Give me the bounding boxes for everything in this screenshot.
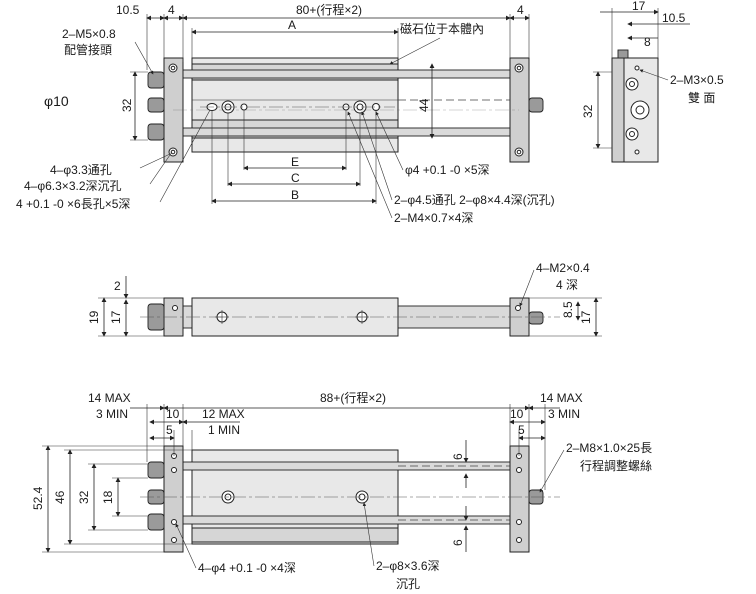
port-fitting-lower (147, 123, 165, 141)
note-through-2: 2–φ4.5通孔 2–φ8×4.4深(沉孔) (394, 193, 555, 207)
dim-10-5: 10.5 (116, 3, 140, 17)
dim-6-bottom: 6 (451, 539, 465, 546)
note-cbore-label: 沉孔 (396, 577, 420, 591)
port-label: 配管接頭 (64, 42, 112, 57)
magnet-note: 磁石位于本體內 (400, 21, 484, 36)
dim-5-left: 5 (166, 423, 173, 437)
dim-4-right: 4 (517, 3, 524, 17)
note-cbore-2: 2–φ8×3.6深 (376, 559, 440, 573)
dim-32: 32 (120, 98, 134, 112)
dim-52-4: 52.4 (31, 486, 45, 510)
guide-rod-lower (182, 127, 511, 137)
front-dim-17: 17 (109, 310, 123, 324)
front-view: 2 19 17 4–M2×0.4 4 深 8.5 17 (87, 261, 602, 337)
side-note-both: 雙 面 (688, 91, 715, 105)
bottom-dim-stroke: 88+(行程×2) (320, 390, 386, 405)
note-hole-4: 4–φ3.3通孔 (50, 163, 112, 177)
dim-c: C (291, 171, 300, 185)
dim-32-bottom: 32 (77, 490, 91, 504)
bottom-view: 14 MAX 3 MIN 10 5 12 MAX 1 MIN 88+(行程×2)… (31, 390, 652, 591)
side-view: 17 10.5 8 2–M3×0.5 雙 面 32 (581, 0, 724, 163)
dim-10-left: 10 (166, 407, 180, 421)
front-dim-17-right: 17 (579, 310, 593, 324)
note-adj-label: 行程調整螺絲 (580, 458, 652, 473)
port-fitting-upper (147, 71, 165, 89)
note-pin-4: 4–φ4 +0.1 -0 ×4深 (198, 561, 296, 575)
front-note-depth: 4 深 (556, 278, 578, 292)
dim-a: A (288, 18, 296, 32)
note-slot: 4 +0.1 -0 ×6長孔×5深 (16, 197, 130, 211)
note-cbore-4: 4–φ6.3×3.2深沉孔 (24, 179, 122, 193)
bottom-end-right (509, 445, 530, 553)
dim-e: E (291, 155, 299, 169)
max-left: 14 MAX (88, 391, 131, 405)
port-thread: 2–M5×0.8 (62, 27, 116, 41)
bottom-end-left (163, 445, 184, 553)
dim-6-top: 6 (451, 453, 465, 460)
side-note-m3: 2–M3×0.5 (670, 73, 724, 87)
guide-rod-upper (182, 69, 511, 79)
min-left: 3 MIN (96, 407, 128, 421)
side-dim-17: 17 (632, 0, 646, 13)
dim-10-right: 10 (510, 407, 524, 421)
dim-18: 18 (101, 490, 115, 504)
front-dim-2: 2 (114, 279, 121, 293)
front-dim-19: 19 (87, 310, 101, 324)
front-note-m2: 4–M2×0.4 (536, 261, 590, 275)
note-adj: 2–M8×1.0×25長 (566, 441, 652, 455)
side-dim-32: 32 (581, 104, 595, 118)
max-right: 14 MAX (540, 391, 583, 405)
side-dim-10-5: 10.5 (662, 11, 686, 25)
max-12: 12 MAX (202, 407, 245, 421)
note-pin: φ4 +0.1 -0 ×5深 (405, 163, 490, 177)
dim-5-right: 5 (518, 423, 525, 437)
dim-46: 46 (53, 490, 67, 504)
dim-b: B (291, 188, 299, 202)
dim-44: 44 (417, 98, 431, 112)
dim-stroke: 80+(行程×2) (296, 2, 362, 17)
phi-10-label: φ10 (44, 93, 69, 109)
side-dim-8: 8 (644, 35, 651, 49)
front-dim-8-5: 8.5 (561, 301, 575, 318)
port-fitting-middle (147, 97, 165, 113)
note-tap-2: 2–M4×0.7×4深 (394, 211, 473, 225)
min-right: 3 MIN (548, 407, 580, 421)
top-view: 10.5 4 80+(行程×2) 4 A 磁石位于本體內 2–M5×0.8 配管… (16, 2, 555, 225)
min-1: 1 MIN (208, 423, 240, 437)
dim-4-left: 4 (168, 3, 175, 17)
